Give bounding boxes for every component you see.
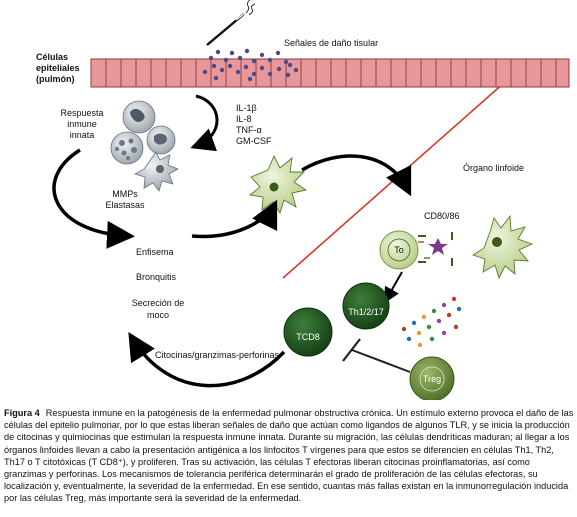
epithelial-label-2: epiteliales bbox=[36, 63, 80, 73]
innate-label-2: inmune bbox=[67, 119, 97, 129]
macrophage-cell-icon bbox=[110, 131, 144, 165]
naive-t-cell: To bbox=[379, 230, 419, 270]
mucus-label-1: Secreción de bbox=[132, 298, 185, 308]
epithelial-label-1: Células bbox=[36, 52, 68, 62]
tcd8-effector-cell: TCD8 bbox=[283, 307, 333, 357]
bronchitis-label: Bronquitis bbox=[136, 272, 177, 282]
cd80-86-label: CD80/86 bbox=[424, 211, 460, 221]
dendritic-cell-small-icon bbox=[133, 151, 179, 192]
cytokines-granzymes-label: Citocinas/granzimas-perforinas bbox=[155, 350, 280, 360]
damage-signal-particles bbox=[202, 48, 299, 82]
treg-cell-label: Treg bbox=[423, 374, 441, 384]
mucus-label-2: moco bbox=[147, 310, 169, 320]
tcd8-cell-label: TCD8 bbox=[296, 332, 320, 342]
arrow-to-lymphoid-organ bbox=[301, 154, 412, 197]
dendritic-cell-presenting-icon bbox=[471, 214, 534, 280]
cytokine-particles bbox=[401, 296, 462, 348]
treg-cell: Treg bbox=[409, 356, 455, 400]
emphysema-label: Enfisema bbox=[136, 247, 174, 257]
cytokine-il8: IL-8 bbox=[236, 114, 252, 124]
lymphoid-organ-label: Órgano linfoide bbox=[463, 163, 524, 173]
antigen-complex-icon bbox=[418, 232, 453, 266]
cytokine-tnfa: TNF-α bbox=[236, 125, 262, 135]
neutrophil-cell-icon bbox=[122, 100, 156, 134]
inhibition-bar-icon bbox=[342, 338, 411, 373]
arrow-epithelium-to-innate bbox=[190, 94, 219, 152]
epithelial-label-3: (pulmón) bbox=[36, 74, 75, 84]
figure-number: Figura 4 bbox=[4, 408, 40, 418]
figure-caption-text: Respuesta inmune en la patogénesis de la… bbox=[4, 408, 574, 504]
cytokine-il1b: IL-1β bbox=[236, 103, 257, 113]
arrow-effectors-to-damage bbox=[128, 332, 286, 388]
immune-response-diagram: Señales de daño tisular Células epitelia… bbox=[36, 0, 570, 400]
innate-label-3: innata bbox=[70, 130, 95, 140]
th-cell-label: Th1/2/17 bbox=[348, 307, 384, 317]
cigarette-icon bbox=[206, 0, 256, 46]
arrow-to-dendritic bbox=[191, 199, 278, 239]
eosinophil-cell-icon bbox=[146, 125, 176, 155]
elastases-label: Elastasas bbox=[105, 200, 145, 210]
epithelium-band bbox=[90, 58, 570, 88]
th-effector-cell: Th1/2/17 bbox=[342, 282, 390, 330]
mmps-label: MMPs bbox=[112, 189, 138, 199]
arrow-innate-to-damage bbox=[52, 148, 135, 249]
arrow-to-effectors bbox=[384, 271, 403, 304]
naive-t-label: To bbox=[394, 245, 404, 255]
innate-label-1: Respuesta bbox=[60, 108, 103, 118]
damage-signals-label: Señales de daño tisular bbox=[284, 38, 378, 48]
cytokine-gmcsf: GM-CSF bbox=[236, 136, 272, 146]
dendritic-cell-migrating-icon bbox=[248, 154, 308, 215]
